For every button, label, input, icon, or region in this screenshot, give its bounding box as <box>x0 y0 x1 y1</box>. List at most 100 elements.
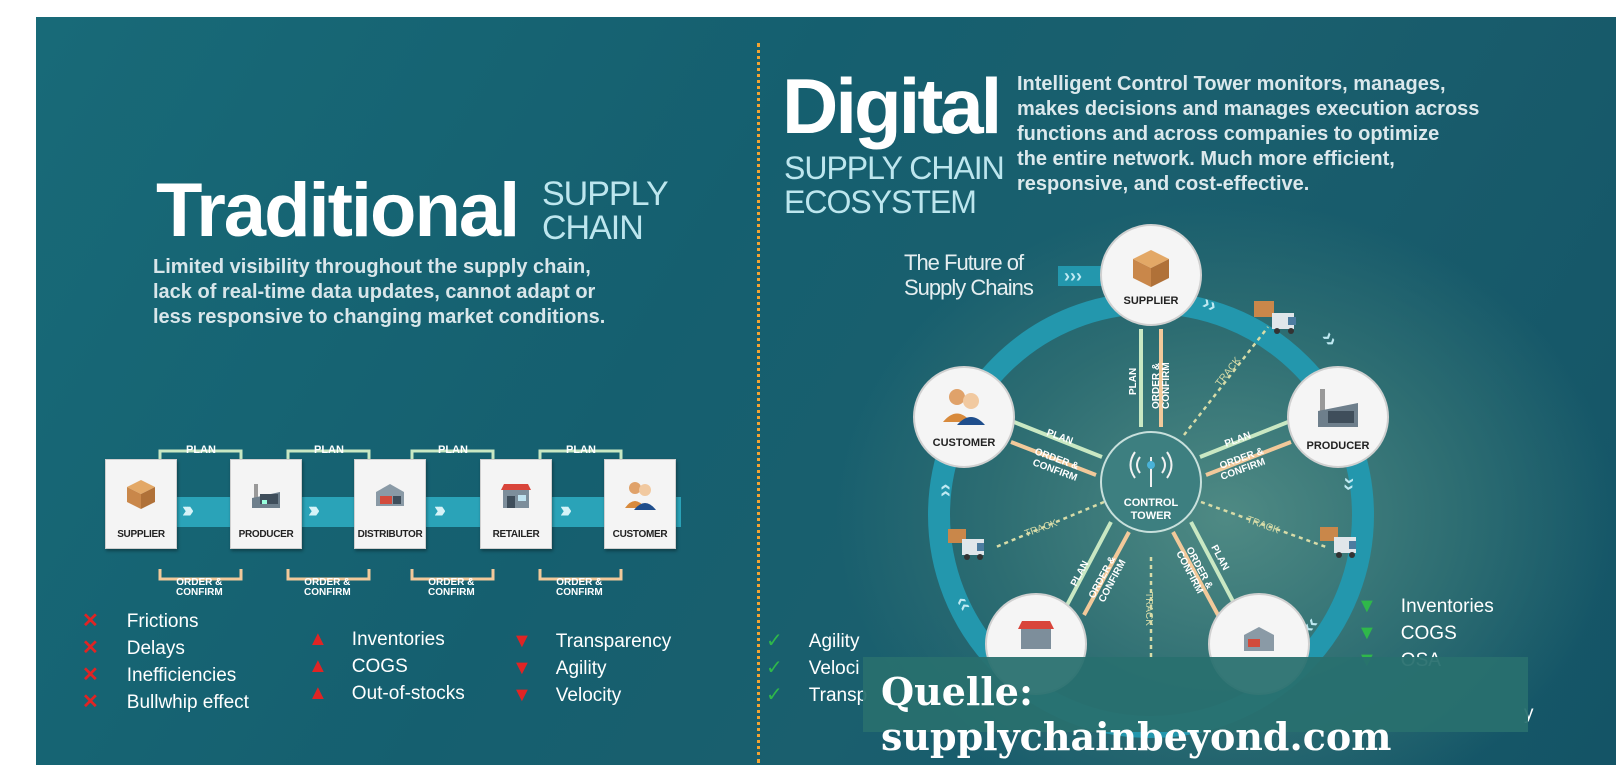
track-label: TRACK <box>1245 514 1281 536</box>
order-brackets <box>158 569 623 581</box>
order-confirm-label: ORDER &CONFIRM <box>176 577 223 598</box>
digital-desc-line: Intelligent Control Tower monitors, mana… <box>1017 73 1446 95</box>
list-item: ▼COGS <box>1357 622 1457 644</box>
arrow-down-icon: ▼ <box>512 630 532 652</box>
arrow-down-icon: ▼ <box>512 657 532 679</box>
negatives-list: ✕Frictions ✕Delays ✕Inefficiencies ✕Bull… <box>82 608 249 716</box>
order-confirm-label: ORDER &CONFIRM <box>428 577 475 598</box>
track-label: TRACK <box>1143 592 1154 626</box>
traditional-description: Limited visibility throughout the supply… <box>153 255 673 330</box>
list-item: ✓Transp <box>766 684 868 706</box>
node-label: PRODUCER <box>1307 440 1370 452</box>
truck-icon <box>1320 527 1356 558</box>
node-retailer: RETAILER <box>480 459 552 549</box>
list-item: ▼Inventories <box>1357 595 1494 617</box>
improvements-list: ✓Agility ✓Veloci ✓Transp <box>766 628 867 709</box>
source-watermark: Quelle: supplychainbeyond.com <box>863 657 1528 759</box>
list-item: ✕Inefficiencies <box>82 664 237 686</box>
node-label: SUPPLIER <box>117 529 165 540</box>
svg-text:PLAN: PLAN <box>1223 430 1252 450</box>
plan-label: PLAN <box>438 444 468 456</box>
digital-desc-line: responsive, and cost-effective. <box>1017 173 1310 195</box>
entry-chevrons: ››› <box>1064 266 1082 286</box>
svg-text:CONFIRM: CONFIRM <box>1161 362 1172 409</box>
cross-icon: ✕ <box>82 664 99 686</box>
track-label: TRACK <box>1214 355 1244 389</box>
svg-text:PLAN: PLAN <box>1069 559 1091 588</box>
arrow-down-icon: ▼ <box>1357 595 1377 617</box>
chevron-icon: ››› <box>308 497 320 522</box>
track-label: TRACK <box>1023 518 1059 540</box>
list-item: ✕Frictions <box>82 610 199 632</box>
traditional-desc-line: Limited visibility throughout the supply… <box>153 256 591 278</box>
arrow-down-icon: ▼ <box>512 684 532 706</box>
plan-order-arrows <box>1010 329 1292 616</box>
list-item: ▼Velocity <box>512 684 622 706</box>
plan-brackets <box>158 449 623 459</box>
future-caption-line: Supply Chains <box>904 275 1034 300</box>
increases-list: ▲Inventories ▲COGS ▲Out-of-stocks <box>308 628 465 709</box>
eco-node-producer: PRODUCER <box>1287 366 1389 468</box>
arrow-up-icon: ▲ <box>308 682 328 704</box>
chevron-icon: ››› <box>560 497 572 522</box>
node-customer: CUSTOMER <box>604 459 676 549</box>
traditional-flow-arrows <box>158 449 623 581</box>
svg-text:››: ›› <box>1317 327 1343 351</box>
chevron-icon: ››› <box>182 497 194 522</box>
digital-title: Digital <box>782 62 1002 150</box>
box-icon <box>127 480 155 509</box>
svg-text:››: ›› <box>1338 477 1361 492</box>
list-item: ✕Bullwhip effect <box>82 691 249 713</box>
check-icon: ✓ <box>766 684 783 706</box>
svg-text:PLAN: PLAN <box>1128 368 1139 395</box>
arrow-up-icon: ▲ <box>308 628 328 650</box>
digital-desc-line: the entire network. Much more efficient, <box>1017 148 1395 170</box>
cross-icon: ✕ <box>82 637 99 659</box>
plan-label: PLAN <box>314 444 344 456</box>
order-confirm-label: ORDER &CONFIRM <box>304 577 351 598</box>
svg-text:ORDER &: ORDER & <box>1151 363 1162 409</box>
digital-subtitle-line-1: SUPPLY CHAIN <box>784 150 1005 186</box>
list-item: ▼Agility <box>512 657 607 679</box>
plan-label: PLAN <box>186 444 216 456</box>
list-item: ✓Agility <box>766 630 860 652</box>
plan-label: PLAN <box>566 444 596 456</box>
check-icon: ✓ <box>766 657 783 679</box>
arrow-down-icon: ▼ <box>1357 622 1377 644</box>
section-divider <box>757 43 760 763</box>
node-producer: PRODUCER <box>230 459 302 549</box>
svg-text:PLAN: PLAN <box>1045 427 1074 447</box>
track-lines <box>995 326 1327 657</box>
node-distributor: DISTRIBUTOR <box>354 459 426 549</box>
list-item: ✕Delays <box>82 637 185 659</box>
factory-icon <box>252 484 280 508</box>
control-tower-label-1: CONTROL <box>1124 497 1179 509</box>
cross-icon: ✕ <box>82 691 99 713</box>
eco-node-supplier: SUPPLIER <box>1100 224 1202 326</box>
list-item: ▲Inventories <box>308 628 445 650</box>
traditional-subtitle: SUPPLY CHAIN <box>542 175 669 247</box>
future-caption: The Future of Supply Chains <box>904 250 1034 300</box>
node-label: DISTRIBUTOR <box>357 529 423 540</box>
list-item: ▼Transparency <box>512 630 672 652</box>
eco-node-customer: CUSTOMER <box>913 366 1015 468</box>
digital-subtitle: SUPPLY CHAIN ECOSYSTEM <box>784 150 1005 220</box>
control-tower-label-2: TOWER <box>1131 510 1172 522</box>
store-icon <box>501 484 531 508</box>
source-text: Quelle: supplychainbeyond.com <box>881 669 1392 759</box>
svg-text:››: ›› <box>934 484 956 497</box>
traditional-subtitle-line-1: SUPPLY <box>542 175 669 213</box>
arrow-up-icon: ▲ <box>308 655 328 677</box>
truck-icon <box>948 529 984 560</box>
traditional-desc-line: lack of real-time data updates, cannot a… <box>153 281 596 303</box>
truck-icon <box>1254 301 1296 334</box>
traditional-subtitle-line-2: CHAIN <box>542 209 644 247</box>
node-label: RETAILER <box>492 529 540 540</box>
digital-subtitle-line-2: ECOSYSTEM <box>784 184 977 220</box>
infographic-panel: Traditional SUPPLY CHAIN Limited visibil… <box>36 17 1616 765</box>
chevron-icon: ››› <box>434 497 446 522</box>
corner-fragment: y <box>1524 703 1534 724</box>
list-item: ▲Out-of-stocks <box>308 682 465 704</box>
order-confirm-label: ORDER &CONFIRM <box>556 577 603 598</box>
node-label: PRODUCER <box>238 529 294 540</box>
